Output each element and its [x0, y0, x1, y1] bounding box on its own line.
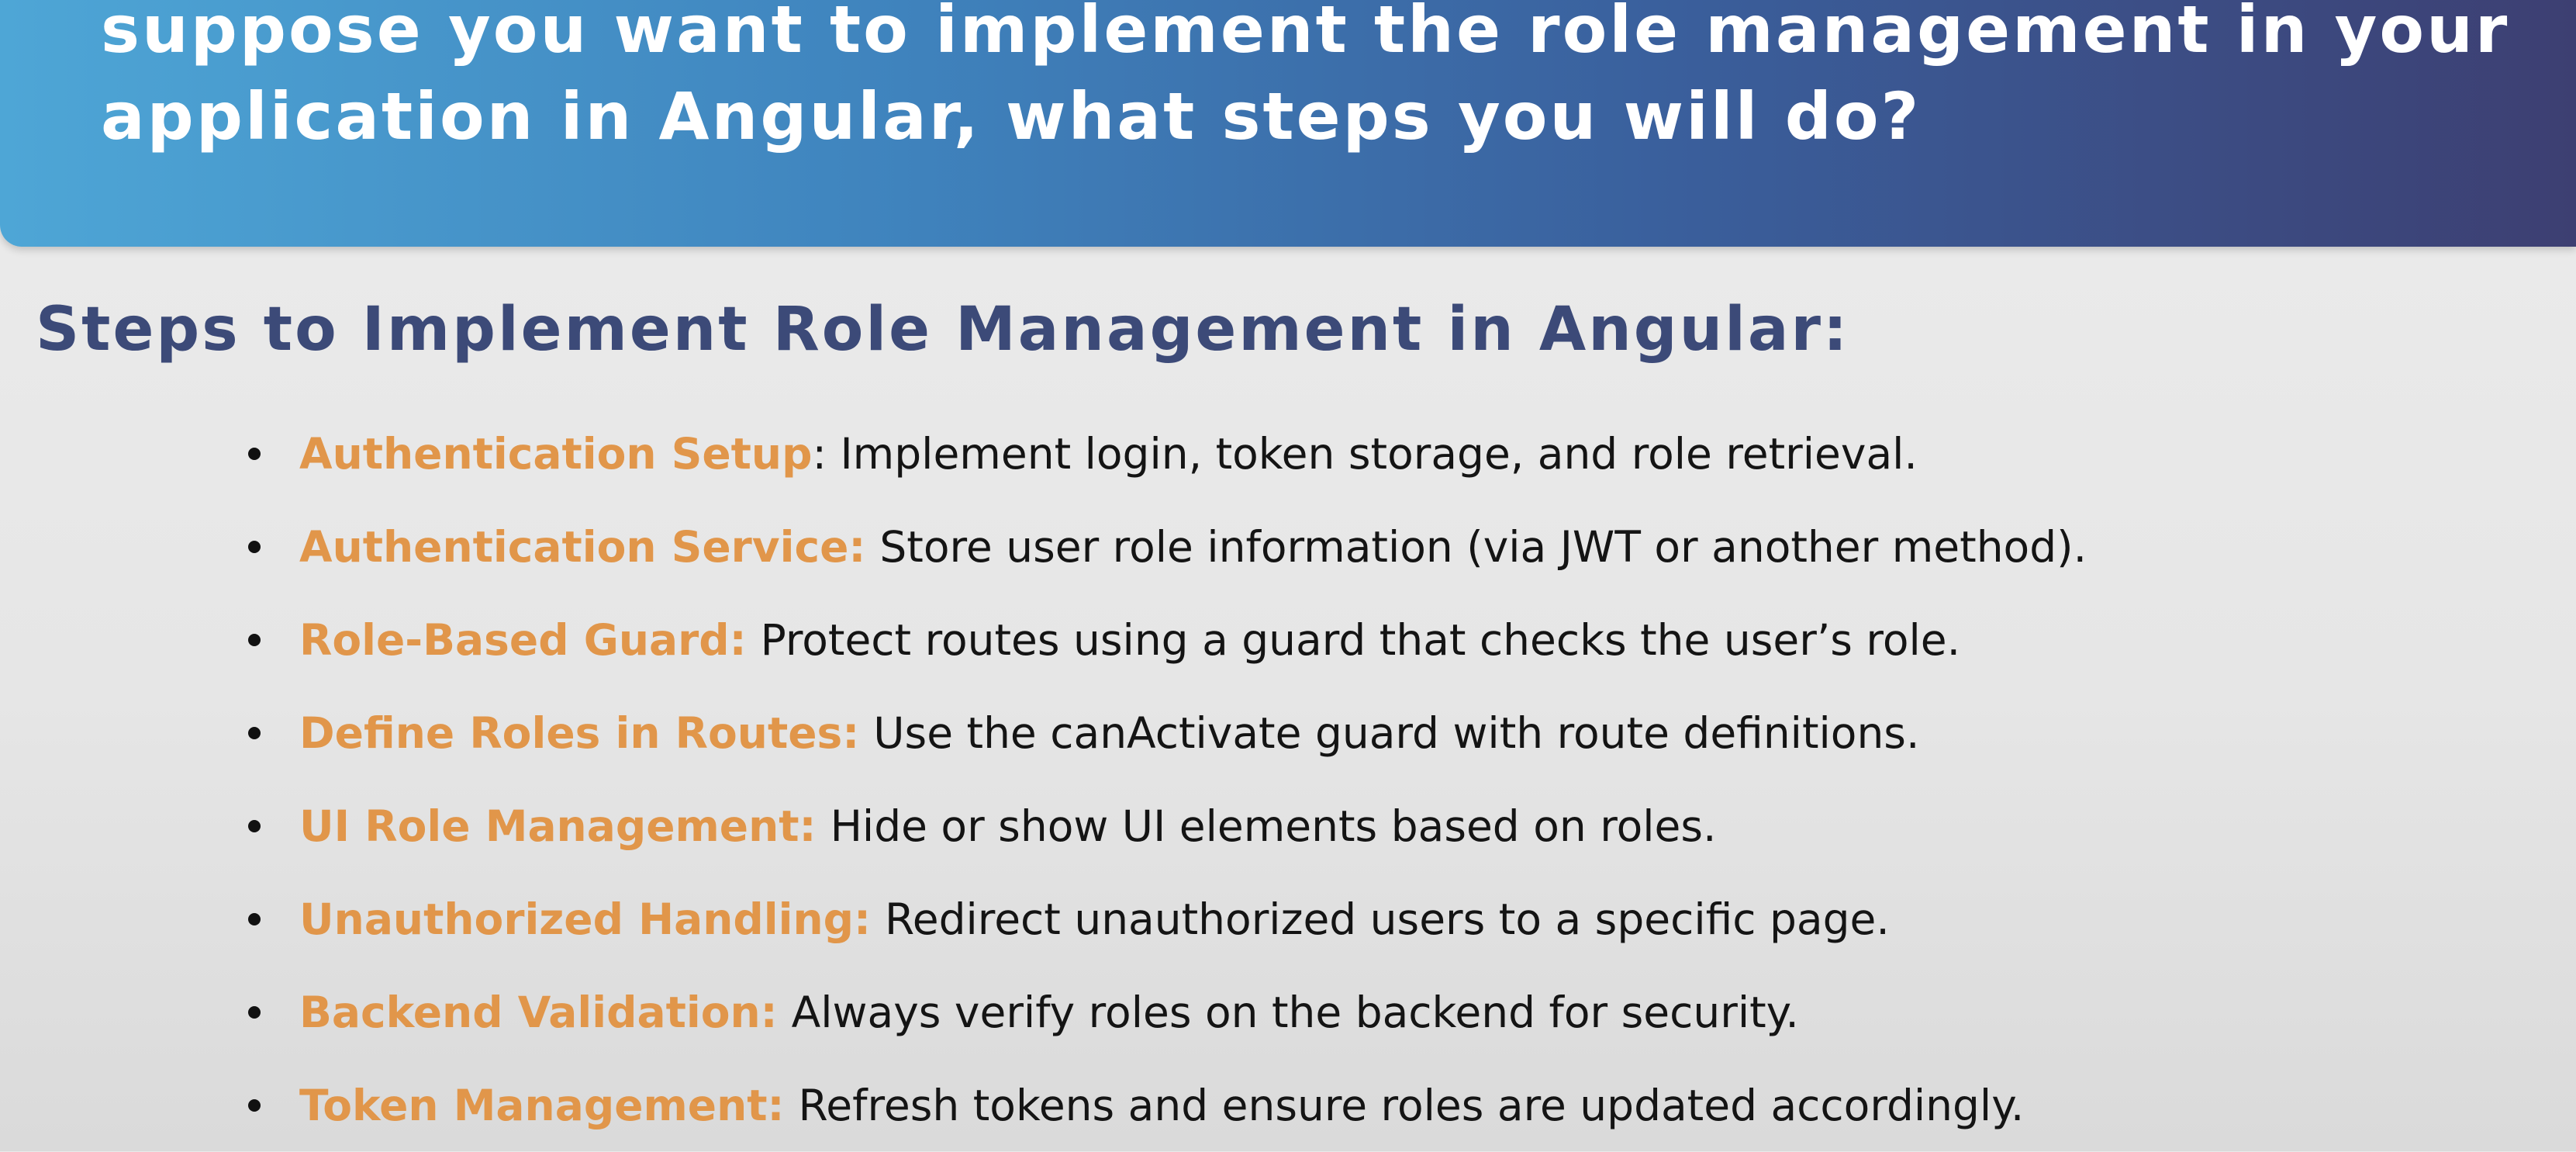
step-label: Role-Based Guard:	[299, 615, 747, 665]
bullet-icon	[248, 913, 261, 925]
step-label: Authentication Setup	[299, 429, 813, 479]
bullet-icon	[248, 448, 261, 460]
step-item-ui-role-management: UI Role Management: Hide or show UI elem…	[248, 780, 2536, 873]
step-item-authentication-setup: Authentication Setup: Implement login, t…	[248, 407, 2536, 500]
bullet-icon	[248, 1099, 261, 1112]
step-item-authentication-service: Authentication Service: Store user role …	[248, 500, 2536, 593]
step-label: Backend Validation:	[299, 988, 778, 1037]
step-label: UI Role Management:	[299, 801, 817, 851]
step-item-backend-validation: Backend Validation: Always verify roles …	[248, 966, 2536, 1059]
step-description: Protect routes using a guard that checks…	[760, 615, 1961, 665]
step-item-unauthorized-handling: Unauthorized Handling: Redirect unauthor…	[248, 873, 2536, 966]
step-item-define-roles-in-routes: Define Roles in Routes: Use the canActiv…	[248, 687, 2536, 780]
question-heading: suppose you want to implement the role m…	[101, 0, 2510, 154]
step-item-token-management: Token Management: Refresh tokens and ens…	[248, 1059, 2536, 1152]
bullet-icon	[248, 820, 261, 832]
step-item-role-based-guard: Role-Based Guard: Protect routes using a…	[248, 593, 2536, 687]
step-label: Token Management:	[299, 1081, 785, 1130]
step-description: Redirect unauthorized users to a specifi…	[885, 894, 1890, 944]
steps-list: Authentication Setup: Implement login, t…	[248, 407, 2536, 1152]
bullet-icon	[248, 1006, 261, 1019]
bullet-icon	[248, 727, 261, 739]
bullet-icon	[248, 541, 261, 553]
bullet-icon	[248, 634, 261, 646]
step-description: Refresh tokens and ensure roles are upda…	[798, 1081, 2025, 1130]
step-description: Use the canActivate guard with route def…	[873, 708, 1920, 758]
step-label: Define Roles in Routes:	[299, 708, 860, 758]
step-description: Always verify roles on the backend for s…	[791, 988, 1799, 1037]
section-title: Steps to Implement Role Management in An…	[36, 295, 1850, 365]
step-description: Hide or show UI elements based on roles.	[830, 801, 1717, 851]
header-banner: suppose you want to implement the role m…	[0, 0, 2576, 247]
step-label: Unauthorized Handling:	[299, 894, 872, 944]
step-label: Authentication Service:	[299, 522, 866, 572]
step-description: : Implement login, token storage, and ro…	[812, 429, 1918, 479]
step-description: Store user role information (via JWT or …	[879, 522, 2087, 572]
